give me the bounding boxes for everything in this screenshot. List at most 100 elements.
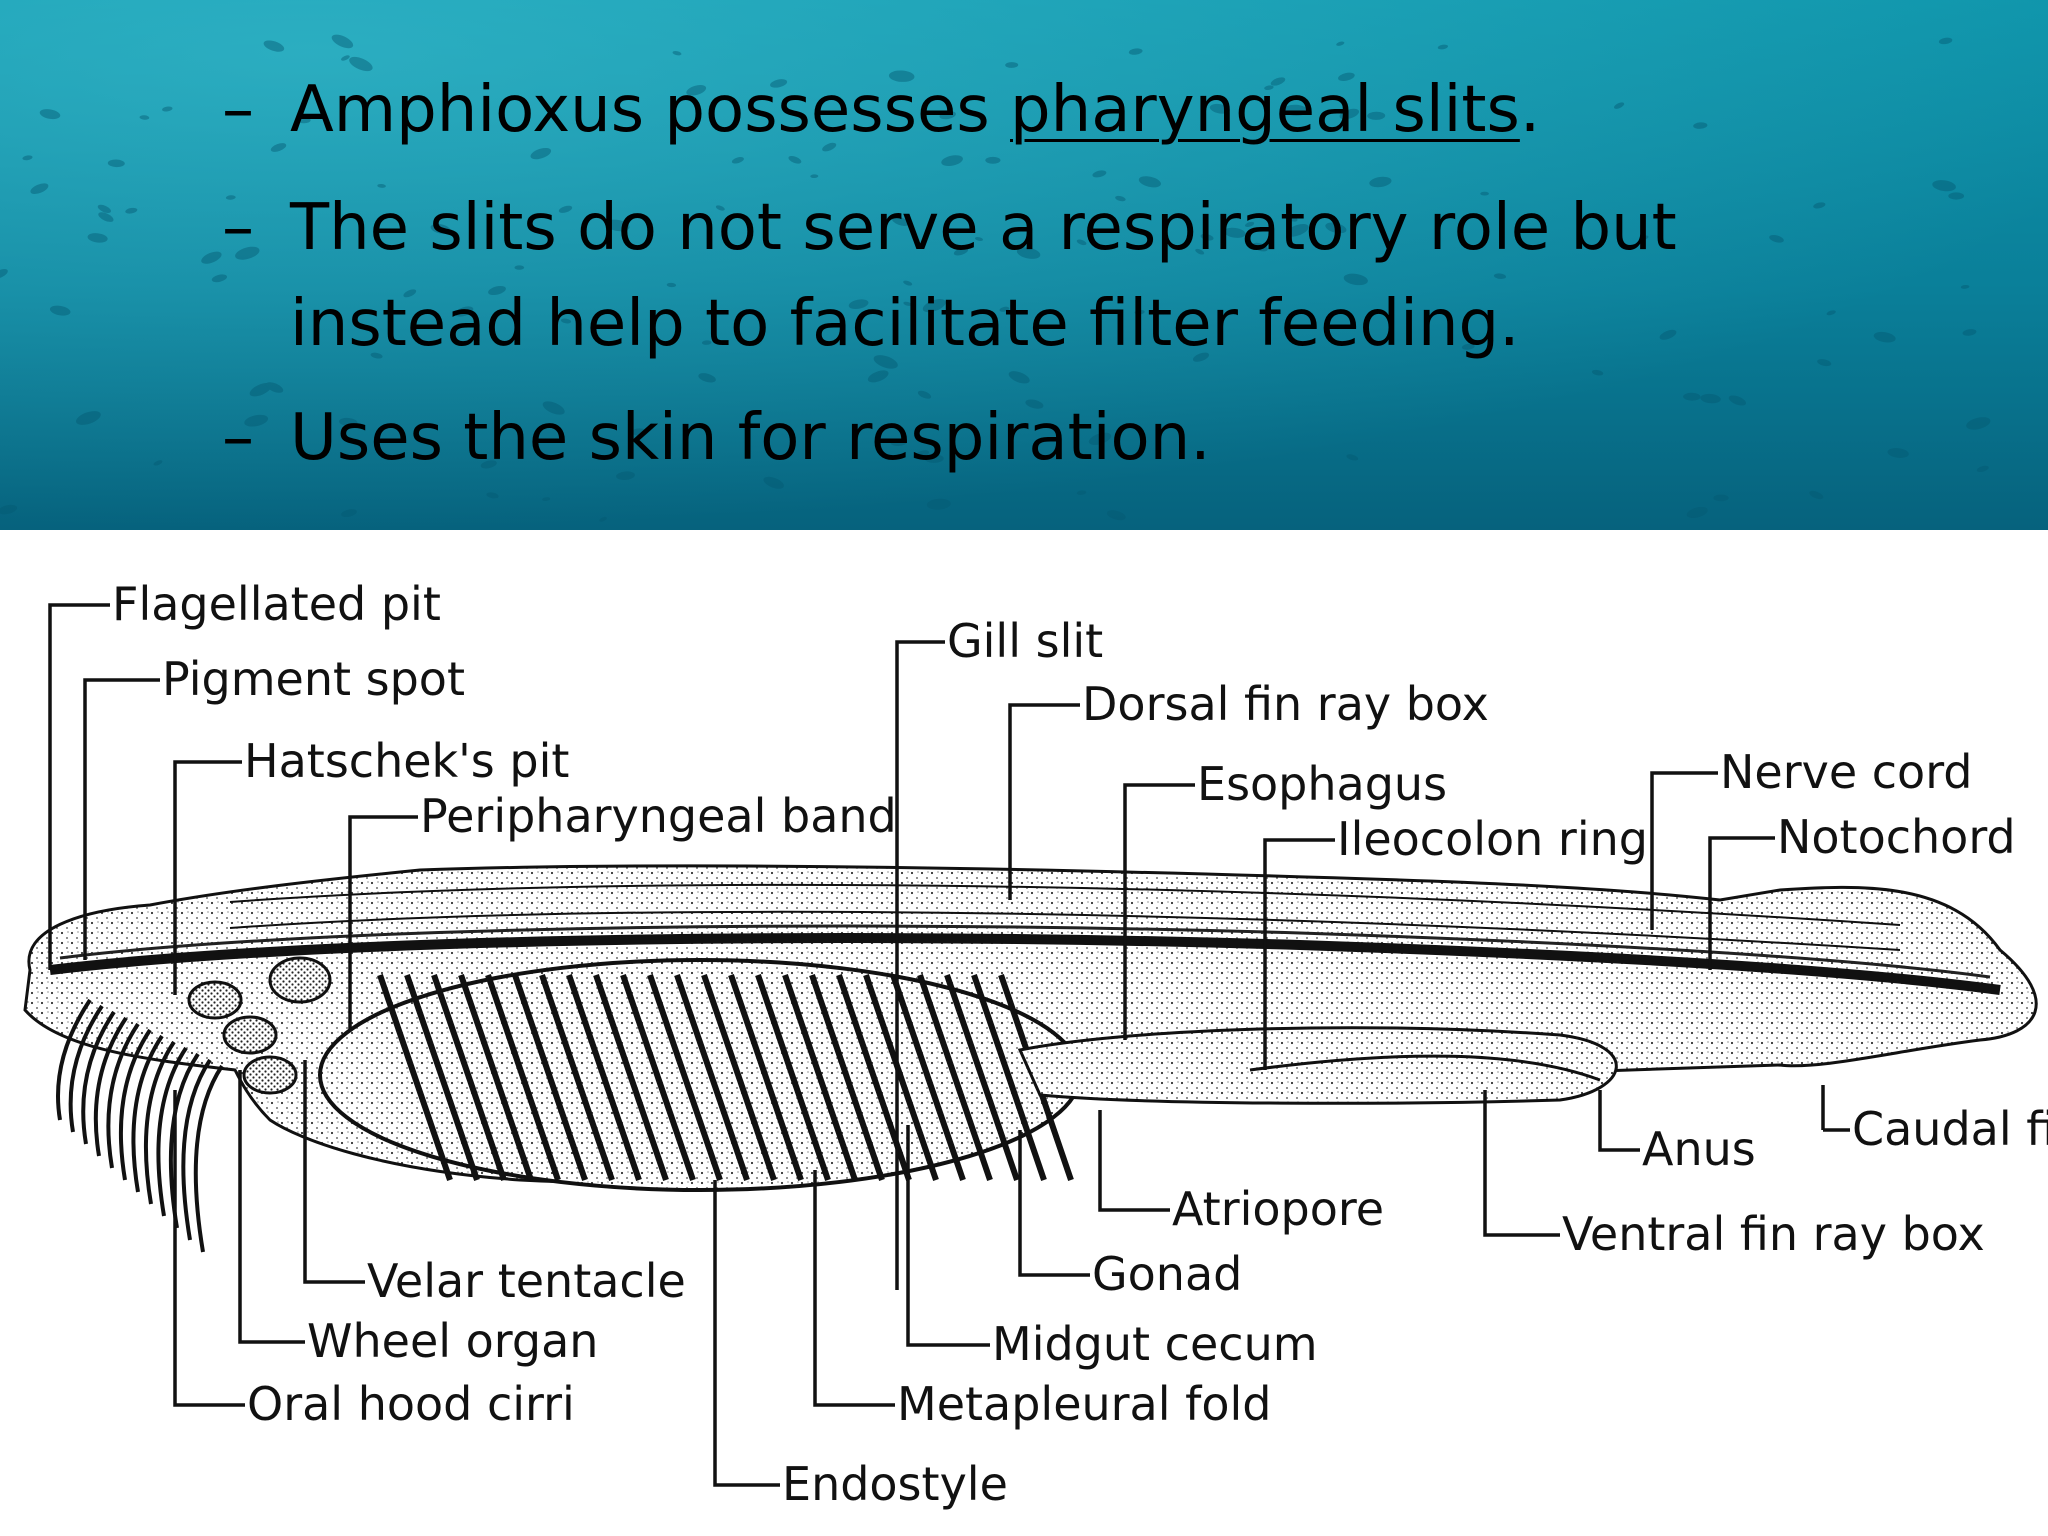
fish-silhouette — [666, 282, 677, 288]
fish-silhouette — [297, 117, 311, 124]
fish-silhouette — [0, 269, 8, 279]
fish-silhouette — [201, 251, 222, 264]
fish-silhouette — [1817, 359, 1832, 367]
gill-bar — [863, 974, 939, 1181]
gill-bar — [539, 974, 615, 1181]
fish-silhouette — [87, 233, 108, 243]
fish-silhouette — [249, 382, 272, 397]
fish-silhouette — [270, 143, 287, 152]
fish-silhouette — [542, 401, 565, 415]
oral-cirrus — [118, 1028, 152, 1181]
fish-silhouette — [1826, 310, 1836, 316]
gill-bar — [458, 974, 534, 1181]
label-metapleural-fold: Metapleural fold — [897, 1377, 1271, 1431]
gill-bar — [404, 974, 480, 1181]
fish-silhouette — [263, 40, 285, 52]
bullet-punctuation: . — [1519, 73, 1541, 147]
fish-silhouette — [1106, 510, 1126, 521]
fish-silhouette — [370, 352, 383, 359]
fish-silhouette — [1025, 399, 1044, 409]
fish-silhouette — [1138, 176, 1161, 188]
fish-silhouette — [1339, 108, 1360, 120]
fish-silhouette — [891, 216, 909, 226]
diagram-labels: Flagellated pit Pigment spot Hatschek's … — [112, 577, 2048, 1511]
fish-silhouette — [1195, 248, 1205, 255]
nerve-cord — [59, 924, 1991, 979]
gill-bar — [728, 974, 804, 1181]
fish-silhouette — [1115, 195, 1126, 202]
fish-silhouette — [941, 155, 963, 166]
fish-silhouette — [922, 299, 946, 313]
fish-silhouette — [731, 157, 744, 164]
fish-silhouette — [1283, 104, 1308, 116]
fish-silhouette — [1209, 103, 1230, 114]
fish-silhouette — [486, 492, 499, 499]
fish-silhouette — [1700, 393, 1721, 404]
fish-silhouette — [1480, 191, 1489, 196]
gill-bar — [431, 974, 507, 1181]
gill-bar — [620, 974, 696, 1181]
underlined-term: pharyngeal slits — [1010, 73, 1520, 147]
fish-silhouette — [810, 174, 819, 179]
notochord — [49, 933, 2001, 995]
fish-silhouette — [974, 237, 984, 241]
fish-silhouette — [913, 450, 929, 460]
oral-cirrus — [93, 1016, 128, 1157]
fish-silhouette — [480, 460, 497, 469]
leader-lines — [48, 603, 1850, 1487]
label-flagellated-pit: Flagellated pit — [112, 577, 441, 631]
fish-silhouette — [1960, 284, 1970, 289]
fish-silhouette — [1008, 371, 1030, 384]
pharynx — [318, 958, 1082, 1192]
fish-silhouette — [1614, 102, 1625, 109]
fish-silhouette — [631, 428, 648, 436]
fish-silhouette — [0, 504, 18, 515]
fish-silhouette — [430, 223, 451, 234]
fish-silhouette — [715, 205, 725, 211]
fish-silhouette — [235, 246, 260, 260]
fish-silhouette — [1270, 77, 1286, 86]
fish-silhouette — [139, 115, 150, 120]
fish-silhouette — [98, 212, 114, 222]
fish-silhouette — [953, 247, 969, 256]
fish-silhouette — [1076, 490, 1087, 495]
fish-silhouette — [265, 382, 284, 393]
fish-silhouette — [1461, 343, 1475, 350]
fish-silhouette — [1284, 214, 1298, 222]
gill-bar — [701, 974, 777, 1181]
gill-bar — [971, 974, 1047, 1181]
fish-silhouette — [599, 516, 607, 522]
fish-silhouette — [1325, 222, 1347, 234]
label-ventral-fin-ray-box: Ventral fin ray box — [1562, 1207, 1985, 1261]
fish-silhouette — [1343, 273, 1368, 286]
fish-silhouette — [162, 106, 173, 112]
fish-silhouette — [1092, 170, 1107, 178]
gill-bar — [485, 974, 561, 1181]
fish-silhouette — [770, 79, 788, 88]
fish-silhouette — [890, 438, 907, 447]
label-peripharyngeal-band: Peripharyngeal band — [420, 789, 897, 843]
fish-silhouette — [542, 497, 551, 501]
oral-hood-cirri-drawing — [56, 998, 224, 1253]
label-velar-tentacle: Velar tentacle — [367, 1254, 686, 1308]
fish-silhouette — [339, 417, 358, 427]
fish-silhouette — [926, 498, 951, 510]
fish-silhouette — [1369, 176, 1392, 188]
fish-silhouette — [1639, 235, 1649, 241]
label-notochord: Notochord — [1777, 810, 2016, 864]
fish-silhouette — [939, 111, 956, 120]
fish-silhouette — [903, 301, 912, 306]
fish-silhouette — [1252, 242, 1268, 252]
midgut-cecum-shape — [1017, 1026, 1618, 1105]
fish-silhouette — [1887, 448, 1909, 458]
fish-silhouette — [1088, 432, 1112, 445]
fish-silhouette — [1244, 221, 1255, 227]
ocean-background: – Amphioxus possesses pharyngeal slits. … — [0, 0, 2048, 530]
oral-cirrus — [156, 1046, 188, 1217]
fish-silhouette — [514, 265, 525, 270]
fish-silhouette — [39, 109, 61, 120]
fish-silhouette — [1686, 507, 1708, 518]
gill-bar — [782, 974, 858, 1181]
fish-silhouette — [1873, 331, 1896, 343]
fish-silhouette — [1591, 369, 1604, 376]
